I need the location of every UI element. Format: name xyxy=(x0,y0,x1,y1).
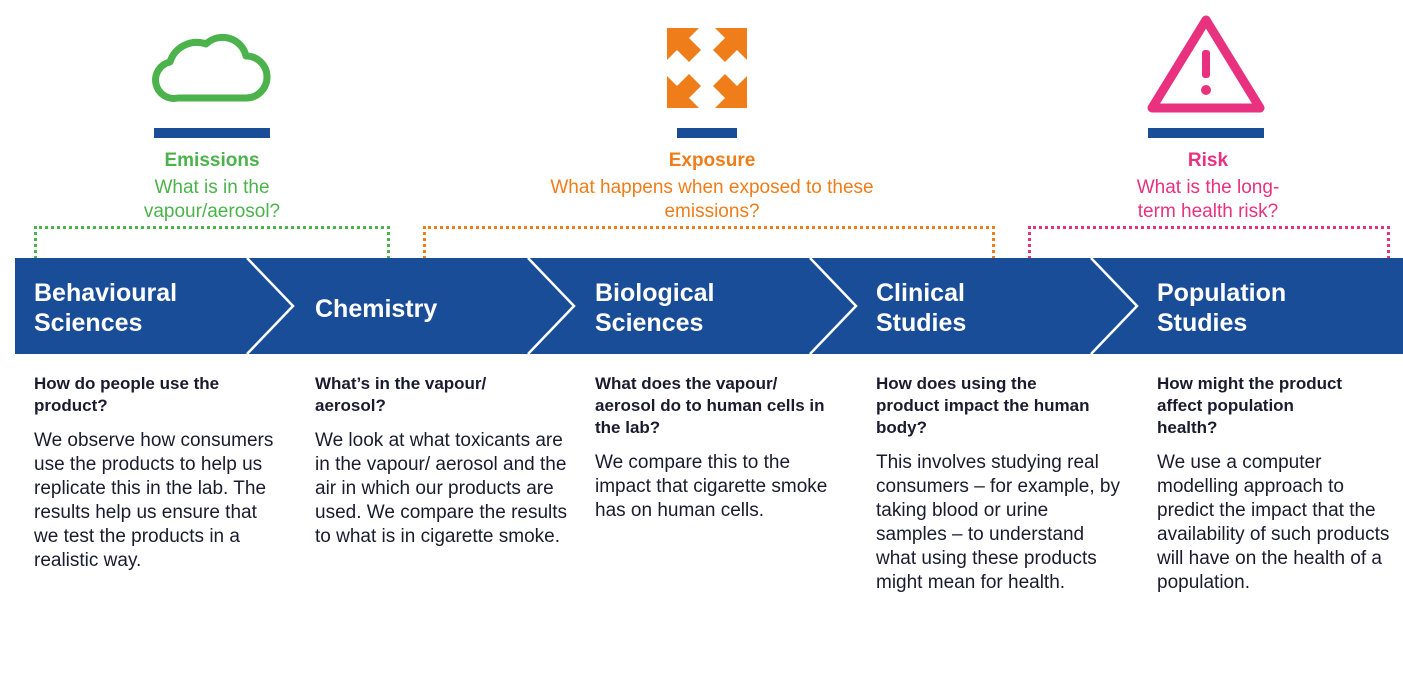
stage-label-line1: Behavioural xyxy=(34,279,178,307)
stage-biological-sciences: Biological Sciences xyxy=(595,278,714,338)
chevron-divider-2 xyxy=(527,258,576,354)
column-body: We use a computer modelling approach to … xyxy=(1157,452,1390,593)
column-heading: How do people use the product? xyxy=(34,374,220,415)
warning-triangle-icon xyxy=(1147,15,1265,113)
exposure-question: What happens when exposed to these emiss… xyxy=(550,177,874,222)
column-behavioural-sciences: How do people use the product? We observ… xyxy=(34,373,284,573)
risk-title: Risk xyxy=(1187,150,1229,171)
stage-label-line2: Studies xyxy=(876,309,967,337)
emissions-title: Emissions xyxy=(164,150,260,171)
banner-background xyxy=(15,258,1403,354)
category-risk: Risk What is the long-term health risk? xyxy=(1078,0,1338,225)
process-banner: Behavioural Sciences Chemistry Biologica… xyxy=(15,258,1403,354)
column-heading: How does using the product impact the hu… xyxy=(876,374,1090,437)
column-chemistry: What’s in the vapour/ aerosol? We look a… xyxy=(315,373,580,549)
category-emissions: Emissions What is in the vapour/aerosol? xyxy=(112,0,312,225)
column-heading: How might the product affect population … xyxy=(1157,374,1343,437)
column-body: We look at what toxicants are in the vap… xyxy=(315,430,568,547)
column-body: We compare this to the impact that cigar… xyxy=(595,452,828,521)
stage-behavioural-sciences: Behavioural Sciences xyxy=(34,278,177,338)
emissions-underline xyxy=(154,128,270,138)
column-biological-sciences: What does the vapour/ aerosol do to huma… xyxy=(595,373,845,523)
risk-bracket xyxy=(1028,226,1390,259)
stage-clinical-studies: Clinical Studies xyxy=(876,278,966,338)
stage-population-studies: Population Studies xyxy=(1157,278,1286,338)
stage-label-line1: Chemistry xyxy=(315,295,438,323)
stage-label-line2: Sciences xyxy=(595,309,704,337)
exposure-title: Exposure xyxy=(668,150,756,171)
column-clinical-studies: How does using the product impact the hu… xyxy=(876,373,1136,595)
stage-label-line1: Population xyxy=(1157,279,1287,307)
chevron-divider-3 xyxy=(809,258,858,354)
stage-label-line2: Sciences xyxy=(34,309,143,337)
column-heading: What’s in the vapour/ aerosol? xyxy=(315,374,487,415)
column-population-studies: How might the product affect population … xyxy=(1157,373,1401,595)
exposure-bracket xyxy=(423,226,995,259)
emissions-bracket xyxy=(34,226,390,259)
cloud-icon xyxy=(152,33,271,102)
emissions-question: What is in the vapour/aerosol? xyxy=(143,177,281,222)
column-heading: What does the vapour/ aerosol do to huma… xyxy=(595,374,825,437)
risk-underline xyxy=(1148,128,1264,138)
stage-label-line2: Studies xyxy=(1157,309,1248,337)
column-body: We observe how consumers use the product… xyxy=(34,430,274,571)
exposure-underline xyxy=(677,128,737,138)
expand-arrows-icon xyxy=(667,28,747,108)
category-exposure: Exposure What happens when exposed to th… xyxy=(532,0,892,225)
chevron-divider-4 xyxy=(1090,258,1139,354)
risk-question: What is the long-term health risk? xyxy=(1136,177,1280,222)
stage-label-line1: Clinical xyxy=(876,279,965,307)
stage-label-line1: Biological xyxy=(595,279,715,307)
column-body: This involves studying real consumers – … xyxy=(876,452,1120,593)
chevron-divider-1 xyxy=(246,258,295,354)
stage-chemistry: Chemistry xyxy=(315,294,437,324)
